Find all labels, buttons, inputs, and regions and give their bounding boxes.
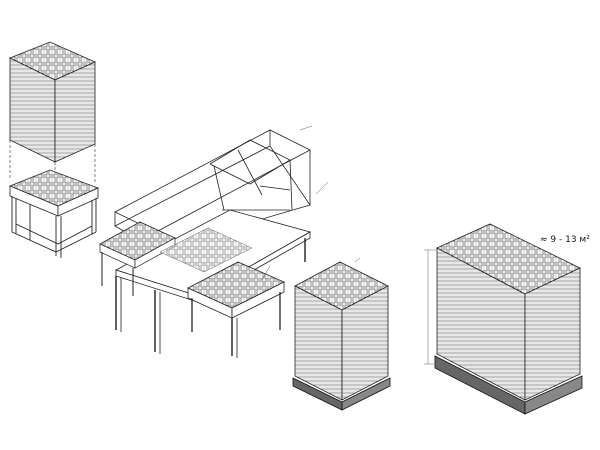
left-stack-group [8,41,100,258]
middle-stack-group [292,257,391,411]
right-stack-group: ≈ 9 - 13 м² [424,223,590,415]
left-table-frame [11,196,97,258]
center-labels [261,125,329,281]
right-stack-dimension [424,249,436,365]
small-table-group [187,261,285,358]
left-stack-right-face [54,61,96,163]
center-table-crates [99,221,253,296]
hopper-box-top [114,129,311,233]
right-stack-area-label: ≈ 9 - 13 м² [540,235,590,245]
center-crate-middle [159,227,253,273]
right-stack-right-face [524,267,581,401]
middle-stack-right-face [341,285,389,401]
